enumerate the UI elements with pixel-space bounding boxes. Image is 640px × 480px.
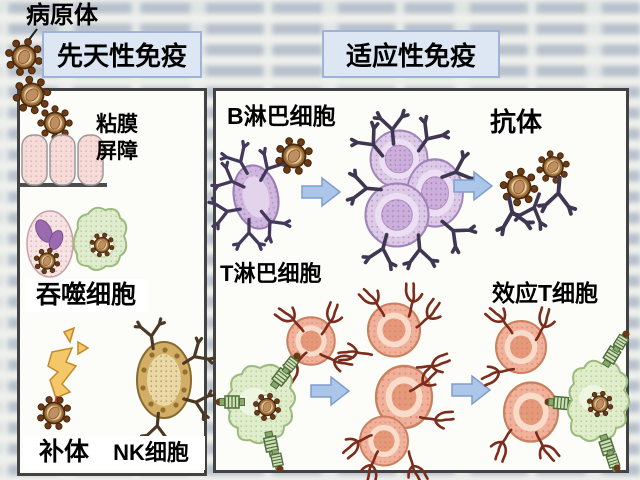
- complement-label: 补体: [39, 438, 90, 467]
- adaptive-immunity-header: 适应性免疫: [322, 30, 500, 78]
- phagocyte-label: 吞噬细胞: [35, 280, 136, 309]
- phagocyte-macrophage: [72, 206, 128, 271]
- b-lymphocyte: [206, 138, 294, 251]
- pathogen-label: 病原体: [26, 2, 98, 29]
- infected-target-cell: [544, 329, 632, 474]
- phagocyte-label-strip: 吞噬细胞: [25, 279, 147, 312]
- mucosal-barrier-cells: [20, 134, 107, 187]
- nk-cell-label: NK细胞: [113, 439, 189, 465]
- antibody-label: 抗体: [490, 107, 543, 137]
- complement-proteins: [33, 326, 90, 434]
- mucosal-barrier-line1: 粘膜: [96, 113, 138, 136]
- antibody-virus-complexes: [489, 145, 580, 237]
- adaptive-header-text: 适应性免疫: [345, 40, 476, 71]
- b-lymphocyte-label: B淋巴细胞: [227, 103, 336, 129]
- effector-t-cell-cluster: [336, 280, 456, 480]
- innate-immunity-header: 先天性免疫: [42, 31, 202, 78]
- innate-header-text: 先天性免疫: [56, 41, 187, 71]
- mucosal-barrier-label: 粘膜 屏障: [96, 111, 138, 165]
- effector-t-cells-attacking: [478, 300, 562, 467]
- b-cell-activation-arrow: [301, 177, 341, 207]
- virus-near-b-cell: [270, 132, 318, 180]
- effector-t-cell-label: 效应T细胞: [492, 280, 599, 306]
- t-lymphocyte-label: T淋巴细胞: [220, 261, 322, 286]
- phagocyte-neutrophil: [26, 210, 74, 278]
- t-cell-activation-arrow: [310, 376, 350, 406]
- complement-nk-label-strip: 补体 NK细胞: [23, 436, 205, 470]
- mucosal-barrier-line2: 屏障: [96, 140, 138, 163]
- antigen-presenting-cell: [215, 351, 303, 473]
- nk-cell: [133, 316, 218, 445]
- effector-attack-arrow: [451, 375, 491, 405]
